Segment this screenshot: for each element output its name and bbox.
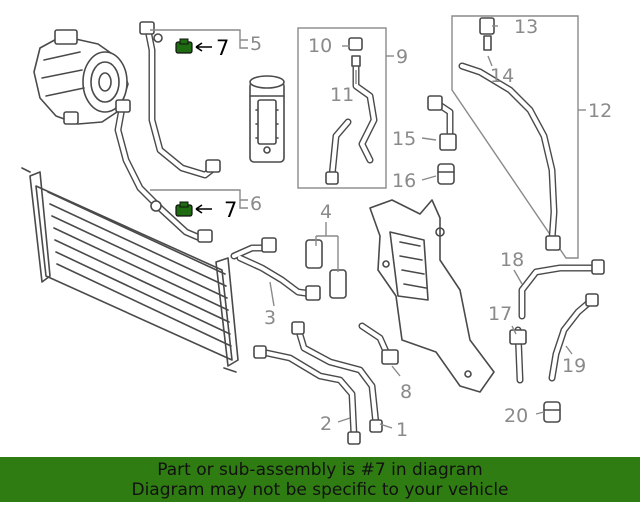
callout-7-upper: 7 (216, 36, 229, 60)
hose-part-9 (325, 37, 378, 185)
hose-part-8 (358, 322, 399, 365)
fitting-17 (509, 326, 527, 384)
hose-part-5 (139, 21, 221, 179)
hose-part-3 (230, 237, 321, 301)
callout-20: 20 (504, 405, 528, 427)
callout-8: 8 (400, 381, 412, 403)
receiver-dryer (249, 75, 285, 163)
callout-16: 16 (392, 170, 416, 192)
hose-part-6 (114, 99, 213, 243)
condenser (21, 167, 239, 373)
clip-20 (543, 401, 561, 423)
callout-11: 11 (330, 84, 354, 106)
clip-16 (437, 163, 455, 185)
banner-line-2: Diagram may not be specific to your vehi… (131, 480, 509, 500)
callout-19: 19 (562, 355, 586, 377)
info-banner: Part or sub-assembly is #7 in diagram Di… (0, 457, 640, 502)
banner-line-1: Part or sub-assembly is #7 in diagram (157, 460, 483, 480)
callout-13: 13 (514, 16, 538, 38)
part-7-sensor-upper (175, 38, 193, 54)
group-box-12 (451, 15, 579, 259)
hose-part-19 (548, 293, 599, 382)
hose-part-18 (518, 259, 605, 320)
hose-part-1 (291, 321, 383, 433)
callout-3: 3 (264, 307, 276, 329)
hose-part-12 (458, 17, 561, 251)
fitting-15 (427, 95, 457, 151)
evaporator-housing (369, 199, 495, 393)
callout-10: 10 (308, 35, 332, 57)
callout-5: 5 (250, 33, 262, 55)
callout-2: 2 (320, 413, 332, 435)
callout-1: 1 (396, 419, 408, 441)
hose-part-2 (253, 345, 361, 445)
callout-17: 17 (488, 303, 512, 325)
callout-4: 4 (320, 201, 332, 223)
ac-compressor (33, 29, 129, 125)
part-7-sensor-lower (175, 201, 193, 217)
callout-9: 9 (396, 46, 408, 68)
callout-6: 6 (250, 193, 262, 215)
callout-18: 18 (500, 249, 524, 271)
clip-4 (305, 222, 347, 299)
callout-15: 15 (392, 128, 416, 150)
callout-12: 12 (588, 100, 612, 122)
callout-14: 14 (490, 65, 514, 87)
callout-7-lower: 7 (224, 198, 237, 222)
group-box-9 (297, 27, 387, 189)
parts-diagram: 5 6 7 7 10 9 11 13 14 12 15 16 4 3 8 2 1… (21, 15, 612, 445)
